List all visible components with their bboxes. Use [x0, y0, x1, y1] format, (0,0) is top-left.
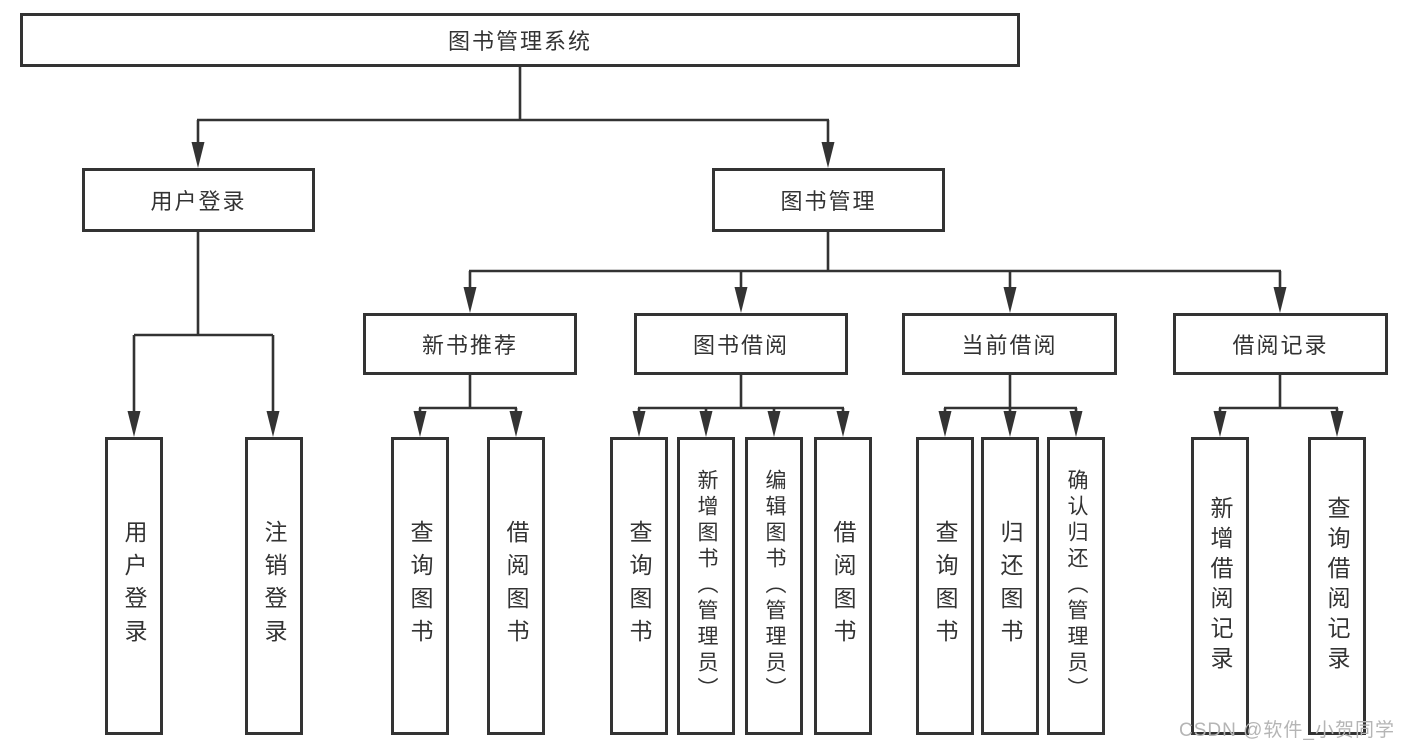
node-root-system: 图书管理系统 — [20, 13, 1020, 67]
node-edit-books-admin: 编辑图书（管理员） — [745, 437, 803, 735]
node-confirm-return-admin: 确认归还（管理员） — [1047, 437, 1105, 735]
node-current-borrowing: 当前借阅 — [902, 313, 1117, 375]
node-query-books-current: 查询图书 — [916, 437, 974, 735]
node-book-management: 图书管理 — [712, 168, 945, 232]
node-borrowing-records: 借阅记录 — [1173, 313, 1388, 375]
node-query-books-recommend: 查询图书 — [391, 437, 449, 735]
node-label: 归还图书 — [997, 520, 1023, 652]
node-borrow-books-recommend: 借阅图书 — [487, 437, 545, 735]
node-label: 图书借阅 — [692, 333, 789, 358]
node-logout: 注销登录 — [245, 437, 303, 735]
node-user-login-branch: 用户登录 — [82, 168, 315, 232]
node-query-borrow-record: 查询借阅记录 — [1308, 437, 1366, 735]
node-label: 查询图书 — [626, 520, 652, 652]
node-label: 查询借阅记录 — [1324, 496, 1350, 676]
node-label: 借阅图书 — [830, 520, 856, 652]
node-label: 注销登录 — [261, 520, 287, 652]
node-label: 查询图书 — [407, 520, 433, 652]
node-return-books: 归还图书 — [981, 437, 1039, 735]
node-label: 用户登录 — [150, 189, 247, 214]
node-label: 图书管理系统 — [447, 29, 592, 54]
node-new-book-recommend: 新书推荐 — [363, 313, 577, 375]
node-label: 借阅图书 — [503, 520, 529, 652]
node-label: 新增图书（管理员） — [695, 469, 718, 703]
node-label: 借阅记录 — [1232, 333, 1329, 358]
node-label: 编辑图书（管理员） — [763, 469, 786, 703]
node-label: 新增借阅记录 — [1207, 496, 1233, 676]
node-user-login: 用户登录 — [105, 437, 163, 735]
node-label: 查询图书 — [932, 520, 958, 652]
node-label: 新书推荐 — [421, 333, 518, 358]
node-query-books-borrowing: 查询图书 — [610, 437, 668, 735]
node-label: 用户登录 — [121, 520, 147, 652]
node-borrow-books: 借阅图书 — [814, 437, 872, 735]
node-label: 图书管理 — [780, 189, 877, 214]
node-label: 确认归还（管理员） — [1065, 469, 1088, 703]
node-add-books-admin: 新增图书（管理员） — [677, 437, 735, 735]
node-add-borrow-record: 新增借阅记录 — [1191, 437, 1249, 735]
node-book-borrowing: 图书借阅 — [634, 313, 848, 375]
node-label: 当前借阅 — [961, 333, 1058, 358]
csdn-watermark: CSDN @软件_小贺同学 — [1179, 720, 1395, 741]
